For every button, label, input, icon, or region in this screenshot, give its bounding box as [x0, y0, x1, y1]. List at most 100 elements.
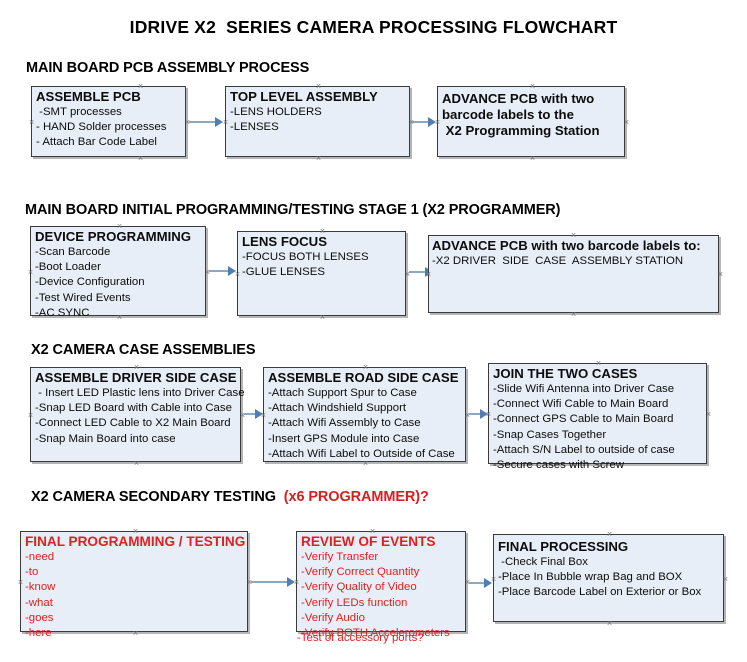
connection-point-left[interactable]: [260, 412, 267, 419]
node-top-level-assembly[interactable]: TOP LEVEL ASSEMBLY -LENS HOLDERS -LENSES: [225, 86, 410, 157]
node-body: ADVANCE PCB with two barcode labels to: …: [432, 238, 716, 269]
node-header: DEVICE PROGRAMMING: [35, 229, 192, 244]
connection-point-left[interactable]: [27, 269, 34, 276]
node-join-the-two-cases[interactable]: JOIN THE TWO CASES -Slide Wifi Antenna i…: [485, 360, 707, 471]
section-heading-text: X2 CAMERA SECONDARY TESTING: [31, 489, 284, 505]
connection-point-top[interactable]: [137, 83, 144, 90]
connection-point-bottom[interactable]: [116, 314, 123, 321]
connection-point-left[interactable]: [28, 119, 35, 126]
node-assemble-pcb[interactable]: ASSEMBLE PCB -SMT processes - HAND Solde…: [31, 86, 186, 157]
node-line: -Verify Correct Quantity: [301, 566, 420, 579]
node-line: -Verify LEDs function: [301, 596, 408, 609]
connection-point-bottom[interactable]: [133, 460, 140, 467]
node-line: -Place Barcode Label on Exterior or Box: [498, 586, 702, 599]
node-header: ASSEMBLE DRIVER SIDE CASE: [35, 370, 237, 385]
connection-point-top[interactable]: [315, 83, 322, 90]
connection-point-top[interactable]: [595, 360, 602, 367]
page-title: IDRIVE X2 SERIES CAMERA PROCESSING FLOWC…: [129, 17, 618, 37]
connection-point-bottom[interactable]: [137, 155, 144, 162]
node-body: LENS FOCUS -FOCUS BOTH LENSES -GLUE LENS…: [242, 234, 403, 280]
connection-point-right[interactable]: [717, 271, 724, 278]
section-heading-x2-camera-secondary-testing: X2 CAMERA SECONDARY TESTING (x6 PROGRAMM…: [31, 489, 429, 505]
node-line: -Verify Transfer: [301, 551, 379, 563]
node-header: REVIEW OF EVENTS: [301, 534, 436, 549]
connection-point-left[interactable]: [17, 579, 24, 586]
connection-point-top[interactable]: [362, 364, 369, 371]
arrow-icon: [484, 578, 492, 588]
connection-point-left[interactable]: [485, 411, 492, 418]
connection-point-right[interactable]: [722, 576, 729, 583]
node-body: TOP LEVEL ASSEMBLY -LENS HOLDERS -LENSES: [230, 89, 407, 135]
node-lens-focus[interactable]: LENS FOCUS -FOCUS BOTH LENSES -GLUE LENS…: [237, 231, 406, 316]
node-line: -Snap LED Board with Cable into Case: [35, 402, 232, 415]
connection-point-left[interactable]: [222, 119, 229, 126]
node-line: -Test Wired Events: [35, 291, 131, 304]
connector-device-programming-to-lens-focus: [209, 270, 232, 272]
node-line: -Attach Support Spur to Case: [268, 387, 417, 399]
node-header: TOP LEVEL ASSEMBLY: [230, 89, 378, 104]
node-line: -AC SYNC: [35, 306, 90, 319]
connection-point-bottom[interactable]: [315, 155, 322, 162]
connection-point-bottom[interactable]: [595, 462, 602, 469]
connection-point-top[interactable]: [369, 528, 376, 535]
connection-point-left[interactable]: [434, 119, 441, 126]
node-final-processing[interactable]: FINAL PROCESSING -Check Final Box -Place…: [493, 534, 724, 622]
node-final-programming-testing[interactable]: FINAL PROGRAMMING / TESTING -need -to -k…: [17, 528, 248, 639]
node-advance-pcb-driver-side-case[interactable]: ADVANCE PCB with two barcode labels to: …: [428, 235, 719, 313]
connection-point-bottom[interactable]: [319, 314, 326, 321]
connection-point-bottom[interactable]: [529, 155, 536, 162]
node-line: -goes: [25, 611, 54, 624]
connector-final-programming-to-review-of-events: [251, 581, 290, 583]
node-header: FINAL PROCESSING: [498, 539, 629, 554]
node-line: -GLUE LENSES: [242, 266, 325, 279]
arrow-icon: [228, 266, 236, 276]
node-line: -FOCUS BOTH LENSES: [242, 251, 369, 263]
node-body: ASSEMBLE ROAD SIDE CASE -Attach Support …: [268, 370, 463, 462]
node-body: DEVICE PROGRAMMING -Scan Barcode -Boot L…: [35, 229, 203, 321]
node-line-overflow-test-accessory-ports: -Test of accessory ports?: [297, 632, 424, 644]
connection-point-top[interactable]: [570, 232, 577, 239]
connector-road-side-to-join-cases: [469, 413, 483, 415]
connection-point-right[interactable]: [623, 119, 630, 126]
node-line: -Verify BOTH Accelerometers: [301, 627, 450, 640]
node-advance-pcb-x2-programming-station[interactable]: ADVANCE PCB with two barcode labels to t…: [437, 86, 625, 157]
connection-point-top[interactable]: [319, 228, 326, 235]
node-line: -Connect Wifi Cable to Main Board: [493, 398, 669, 411]
connection-point-left[interactable]: [27, 412, 34, 419]
connection-point-bottom[interactable]: [362, 460, 369, 467]
node-line: -Scan Barcode: [35, 246, 111, 258]
connection-point-right[interactable]: [705, 411, 712, 418]
node-body: JOIN THE TWO CASES -Slide Wifi Antenna i…: [493, 366, 704, 473]
node-line: -Connect LED Cable to X2 Main Board: [35, 417, 231, 430]
section-heading-main-board-pcb-assembly: MAIN BOARD PCB ASSEMBLY PROCESS: [26, 60, 310, 76]
node-assemble-road-side-case[interactable]: ASSEMBLE ROAD SIDE CASE -Attach Support …: [263, 367, 466, 462]
connection-point-left[interactable]: [234, 271, 241, 278]
connection-point-top[interactable]: [116, 223, 123, 230]
node-review-of-events[interactable]: REVIEW OF EVENTS -Verify Transfer -Verif…: [293, 528, 466, 639]
section-heading-accent: (x6 PROGRAMMER)?: [283, 489, 429, 505]
node-line: -Verify Audio: [301, 611, 365, 624]
connection-point-bottom[interactable]: [606, 620, 613, 627]
section-heading-x2-camera-case-assemblies: X2 CAMERA CASE ASSEMBLIES: [31, 342, 256, 358]
node-line: -Attach Wifi Assembly to Case: [268, 417, 421, 430]
connection-point-top[interactable]: [606, 531, 613, 538]
node-line: -Check Final Box: [498, 556, 588, 568]
node-device-programming[interactable]: DEVICE PROGRAMMING -Scan Barcode -Boot L…: [27, 223, 206, 319]
connector-top-level-to-advance-pcb: [412, 121, 432, 123]
connection-point-left[interactable]: [293, 579, 300, 586]
connection-point-top[interactable]: [529, 83, 536, 90]
node-line: -Snap Cases Together: [493, 428, 607, 441]
connection-point-bottom[interactable]: [570, 311, 577, 318]
connection-point-left[interactable]: [425, 271, 432, 278]
connection-point-left[interactable]: [490, 576, 497, 583]
connection-point-top[interactable]: [133, 364, 140, 371]
connection-point-top[interactable]: [132, 528, 139, 535]
node-line: -here: [25, 627, 52, 640]
connection-point-bottom[interactable]: [132, 630, 139, 637]
node-assemble-driver-side-case[interactable]: ASSEMBLE DRIVER SIDE CASE - Insert LED P…: [27, 364, 245, 462]
node-header: ADVANCE PCB with two: [442, 91, 595, 106]
node-line: -Verify Quality of Video: [301, 581, 417, 594]
node-line: -to: [25, 566, 39, 579]
node-header: ASSEMBLE PCB: [36, 89, 141, 104]
